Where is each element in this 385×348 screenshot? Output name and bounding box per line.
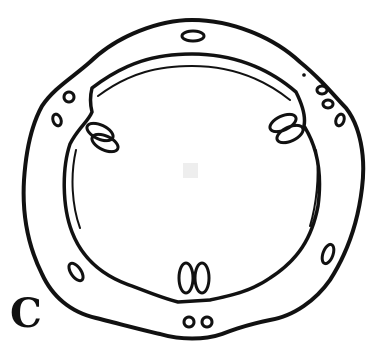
right-vessel-mid bbox=[323, 100, 333, 108]
bottom-placenta bbox=[179, 263, 209, 293]
center-mark bbox=[183, 163, 198, 178]
right-placenta bbox=[267, 111, 305, 147]
right-vessel-upper bbox=[317, 86, 327, 94]
cavity-lining bbox=[73, 66, 318, 228]
left-bottom-vessel bbox=[66, 261, 86, 283]
panel-label: C bbox=[10, 294, 42, 334]
left-vessel-lower bbox=[51, 113, 63, 127]
speck bbox=[302, 73, 306, 77]
bottom-vessel-left bbox=[184, 317, 194, 327]
bottom-vessel-right bbox=[202, 317, 212, 327]
left-placenta bbox=[84, 120, 120, 156]
top-vessel bbox=[182, 31, 204, 41]
left-vessel-upper bbox=[64, 92, 74, 102]
right-bottom-vessel bbox=[320, 243, 336, 265]
outer-wall-outline bbox=[24, 20, 364, 339]
right-vessel-lower bbox=[334, 113, 346, 127]
